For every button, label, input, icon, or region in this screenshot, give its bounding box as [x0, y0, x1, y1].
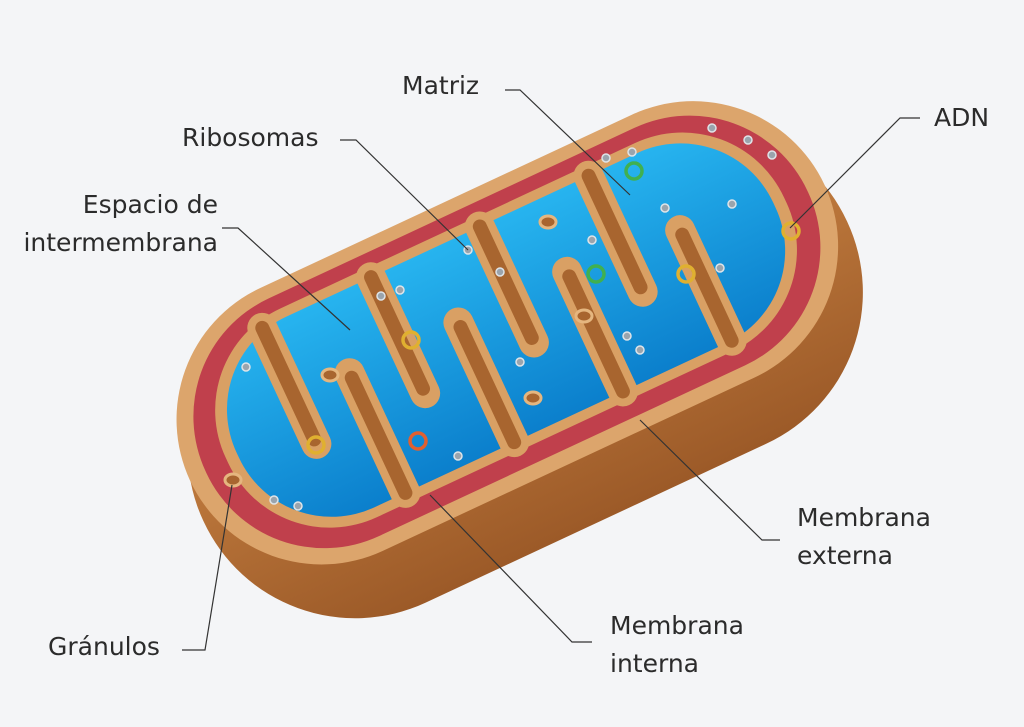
label-membrana-interna-line2: interna	[610, 649, 699, 678]
label-espacio-intermembrana: Espacio de intermembrana	[18, 186, 218, 262]
label-adn: ADN	[934, 103, 990, 132]
leader-membrana-externa	[639, 419, 780, 541]
label-granulos: Gránulos	[48, 632, 160, 661]
leader-espacio	[222, 227, 351, 331]
leader-granulos	[182, 484, 233, 651]
dna-rings	[306, 161, 801, 455]
leader-ribosomas	[340, 139, 469, 251]
cristae-inner	[255, 168, 739, 500]
label-matriz: Matriz	[402, 71, 480, 100]
label-espacio-line1: Espacio de	[82, 190, 218, 219]
leader-matriz	[505, 89, 631, 196]
granules	[223, 214, 594, 488]
leader-membrana-interna	[429, 494, 592, 643]
label-membrana-externa: Membrana externa	[797, 499, 931, 575]
label-membrana-externa-line2: externa	[797, 541, 893, 570]
label-membrana-interna-line1: Membrana	[610, 611, 744, 640]
leader-adn	[789, 117, 920, 229]
label-espacio-line2: intermembrana	[23, 228, 218, 257]
ribosomes	[241, 123, 777, 511]
label-ribosomas: Ribosomas	[182, 123, 319, 152]
label-membrana-interna: Membrana interna	[610, 607, 744, 683]
label-membrana-externa-line1: Membrana	[797, 503, 931, 532]
leader-lines	[182, 89, 920, 651]
